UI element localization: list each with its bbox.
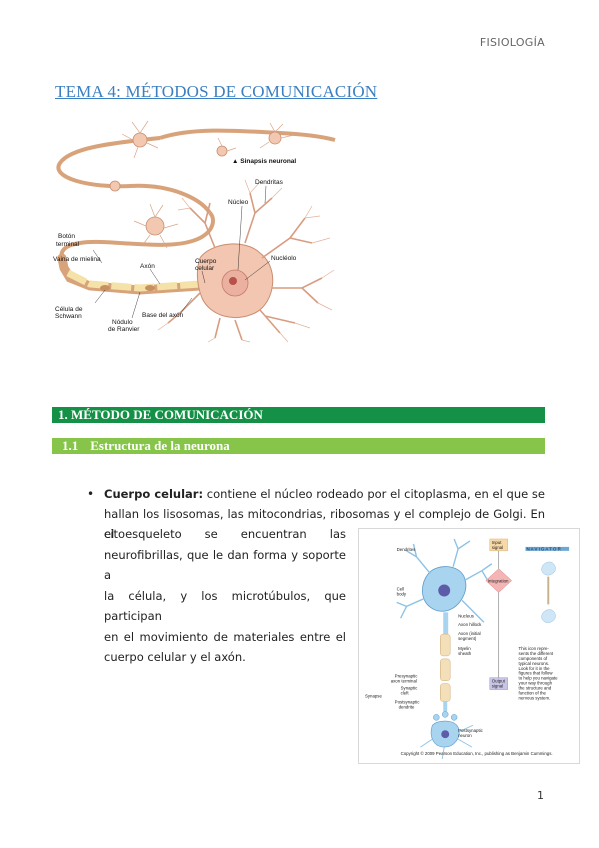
fig2-icon-note-line: your way through (519, 681, 553, 686)
label-nucleolo: Nucléolo (271, 255, 297, 262)
fig2-label-output-1: Output (492, 679, 506, 684)
bullet-text-wrapped: citoesqueleto se encuentran las neurofib… (104, 524, 346, 668)
fig2-label-postsynaptic-dendrite-2: dendrite (399, 704, 415, 709)
section-heading-1-1: 1.1 Estructura de la neurona (52, 438, 545, 454)
bullet-cuerpo-celular: • Cuerpo celular: contiene el núcleo rod… (87, 484, 545, 544)
fig2-label-integration: Integration (488, 579, 509, 584)
fig2-label-dendrites: Dendrites (397, 547, 416, 552)
page-title: TEMA 4: MÉTODOS DE COMUNICACIÓN (55, 82, 378, 101)
page-number: 1 (537, 789, 544, 802)
bullet-text-full: Cuerpo celular: contiene el núcleo rodea… (104, 484, 545, 544)
fig2-label-postsynaptic-dendrite-1: Postsynaptic (395, 699, 421, 704)
wrapped-line: la célula, y los microtúbulos, que parti… (104, 588, 346, 624)
fig2-icon-note-line: This icon repre- (519, 646, 550, 651)
bullet-line-1: contiene el núcleo rodeado por el citopl… (203, 487, 545, 501)
label-boton-1: Botón (58, 233, 75, 240)
fig2-icon-note-line: Look for it in the (519, 666, 551, 671)
bullet-line-2: hallan los lisosomas, las mitocondrias, … (104, 507, 545, 541)
fig2-copyright: Copyright © 2009 Pearson Education, Inc.… (401, 751, 553, 756)
fig2-label-input-1: Input (492, 540, 502, 545)
wrapped-line: citoesqueleto se encuentran las (104, 527, 346, 541)
fig2-icon-note-line: components of (519, 656, 548, 661)
fig2-label-myelin-2: sheath (458, 651, 472, 656)
fig2-icon-note-line: nervous system. (519, 696, 551, 701)
label-nodulo-1: Nódulo (112, 319, 133, 326)
bullet-term: Cuerpo celular: (104, 487, 204, 501)
fig2-label-synapse: Synapse (365, 694, 383, 699)
label-nodulo-2: de Ranvier (108, 326, 140, 333)
fig2-label-navigator: N A V I G A T O R (526, 546, 560, 551)
label-axon: Axón (140, 263, 155, 270)
fig2-label-axon-initial-1: Axon (initial (458, 631, 481, 636)
fig2-label-synaptic-cleft-1: Synaptic (401, 686, 419, 691)
fig2-label-axon-hillock: Axon hillock (458, 622, 482, 627)
section-number: 1.1 (62, 438, 79, 453)
label-nucleo: Núcleo (228, 199, 249, 206)
fig2-icon-note-line: the structure and (519, 686, 552, 691)
label-base-axon: Base del axón (142, 312, 184, 319)
fig2-label-synaptic-cleft-2: cleft (401, 691, 410, 696)
wrapped-line: cuerpo celular y el axón. (104, 650, 246, 664)
neuron-diagram-figure: ▲ Sinapsis neuronal Dendritas Núcleo Bot… (53, 120, 336, 343)
label-cuerpo-2: celular (195, 265, 215, 272)
label-celula-schwann-1: Célula de (55, 306, 83, 313)
fig2-label-input-2: signal (492, 545, 503, 550)
label-boton-2: terminal (56, 241, 80, 248)
fig2-label-presynaptic-2: axon terminal (391, 679, 417, 684)
fig2-label-postsynaptic-neuron-1: Postsynaptic (458, 728, 484, 733)
fig2-icon-note-line: typical neurons. (519, 661, 550, 666)
label-sinapsis: ▲ Sinapsis neuronal (232, 158, 296, 165)
fig2-label-output-2: signal (492, 684, 503, 689)
section-heading-1: 1. MÉTODO DE COMUNICACIÓN (52, 407, 545, 423)
fig2-label-axon-initial-2: segment) (458, 636, 477, 641)
label-vaina: Vaina de mielina (53, 256, 101, 263)
neuron-structure-figure: Dendrites Cell body Nucleus Axon hillock… (358, 528, 580, 764)
fig2-label-myelin-1: Myelin (458, 646, 471, 651)
section-title: Estructura de la neurona (90, 438, 230, 453)
fig2-label-nucleus: Nucleus (458, 613, 475, 618)
label-dendritas: Dendritas (255, 179, 284, 186)
fig2-label-postsynaptic-neuron-2: neuron (458, 733, 472, 738)
fig2-icon-note-line: to help you navigate (519, 676, 559, 681)
label-celula-schwann-2: Schwann (55, 313, 82, 320)
page-header: FISIOLOGÍA (479, 36, 545, 49)
fig2-icon-note-line: function of the (519, 691, 547, 696)
fig2-label-presynaptic-1: Presynaptic (395, 674, 419, 679)
fig2-icon-note-line: figures that follow (519, 671, 554, 676)
bullet-marker: • (87, 487, 95, 501)
fig2-icon-note-line: sents the different (519, 651, 554, 656)
wrapped-line: en el movimiento de materiales entre el (104, 629, 346, 644)
fig2-label-cell-body-1: Cell (397, 587, 405, 592)
wrapped-line: neurofibrillas, que le dan forma y sopor… (104, 547, 346, 583)
label-cuerpo-1: Cuerpo (195, 258, 217, 265)
fig2-label-cell-body-2: body (397, 591, 407, 596)
